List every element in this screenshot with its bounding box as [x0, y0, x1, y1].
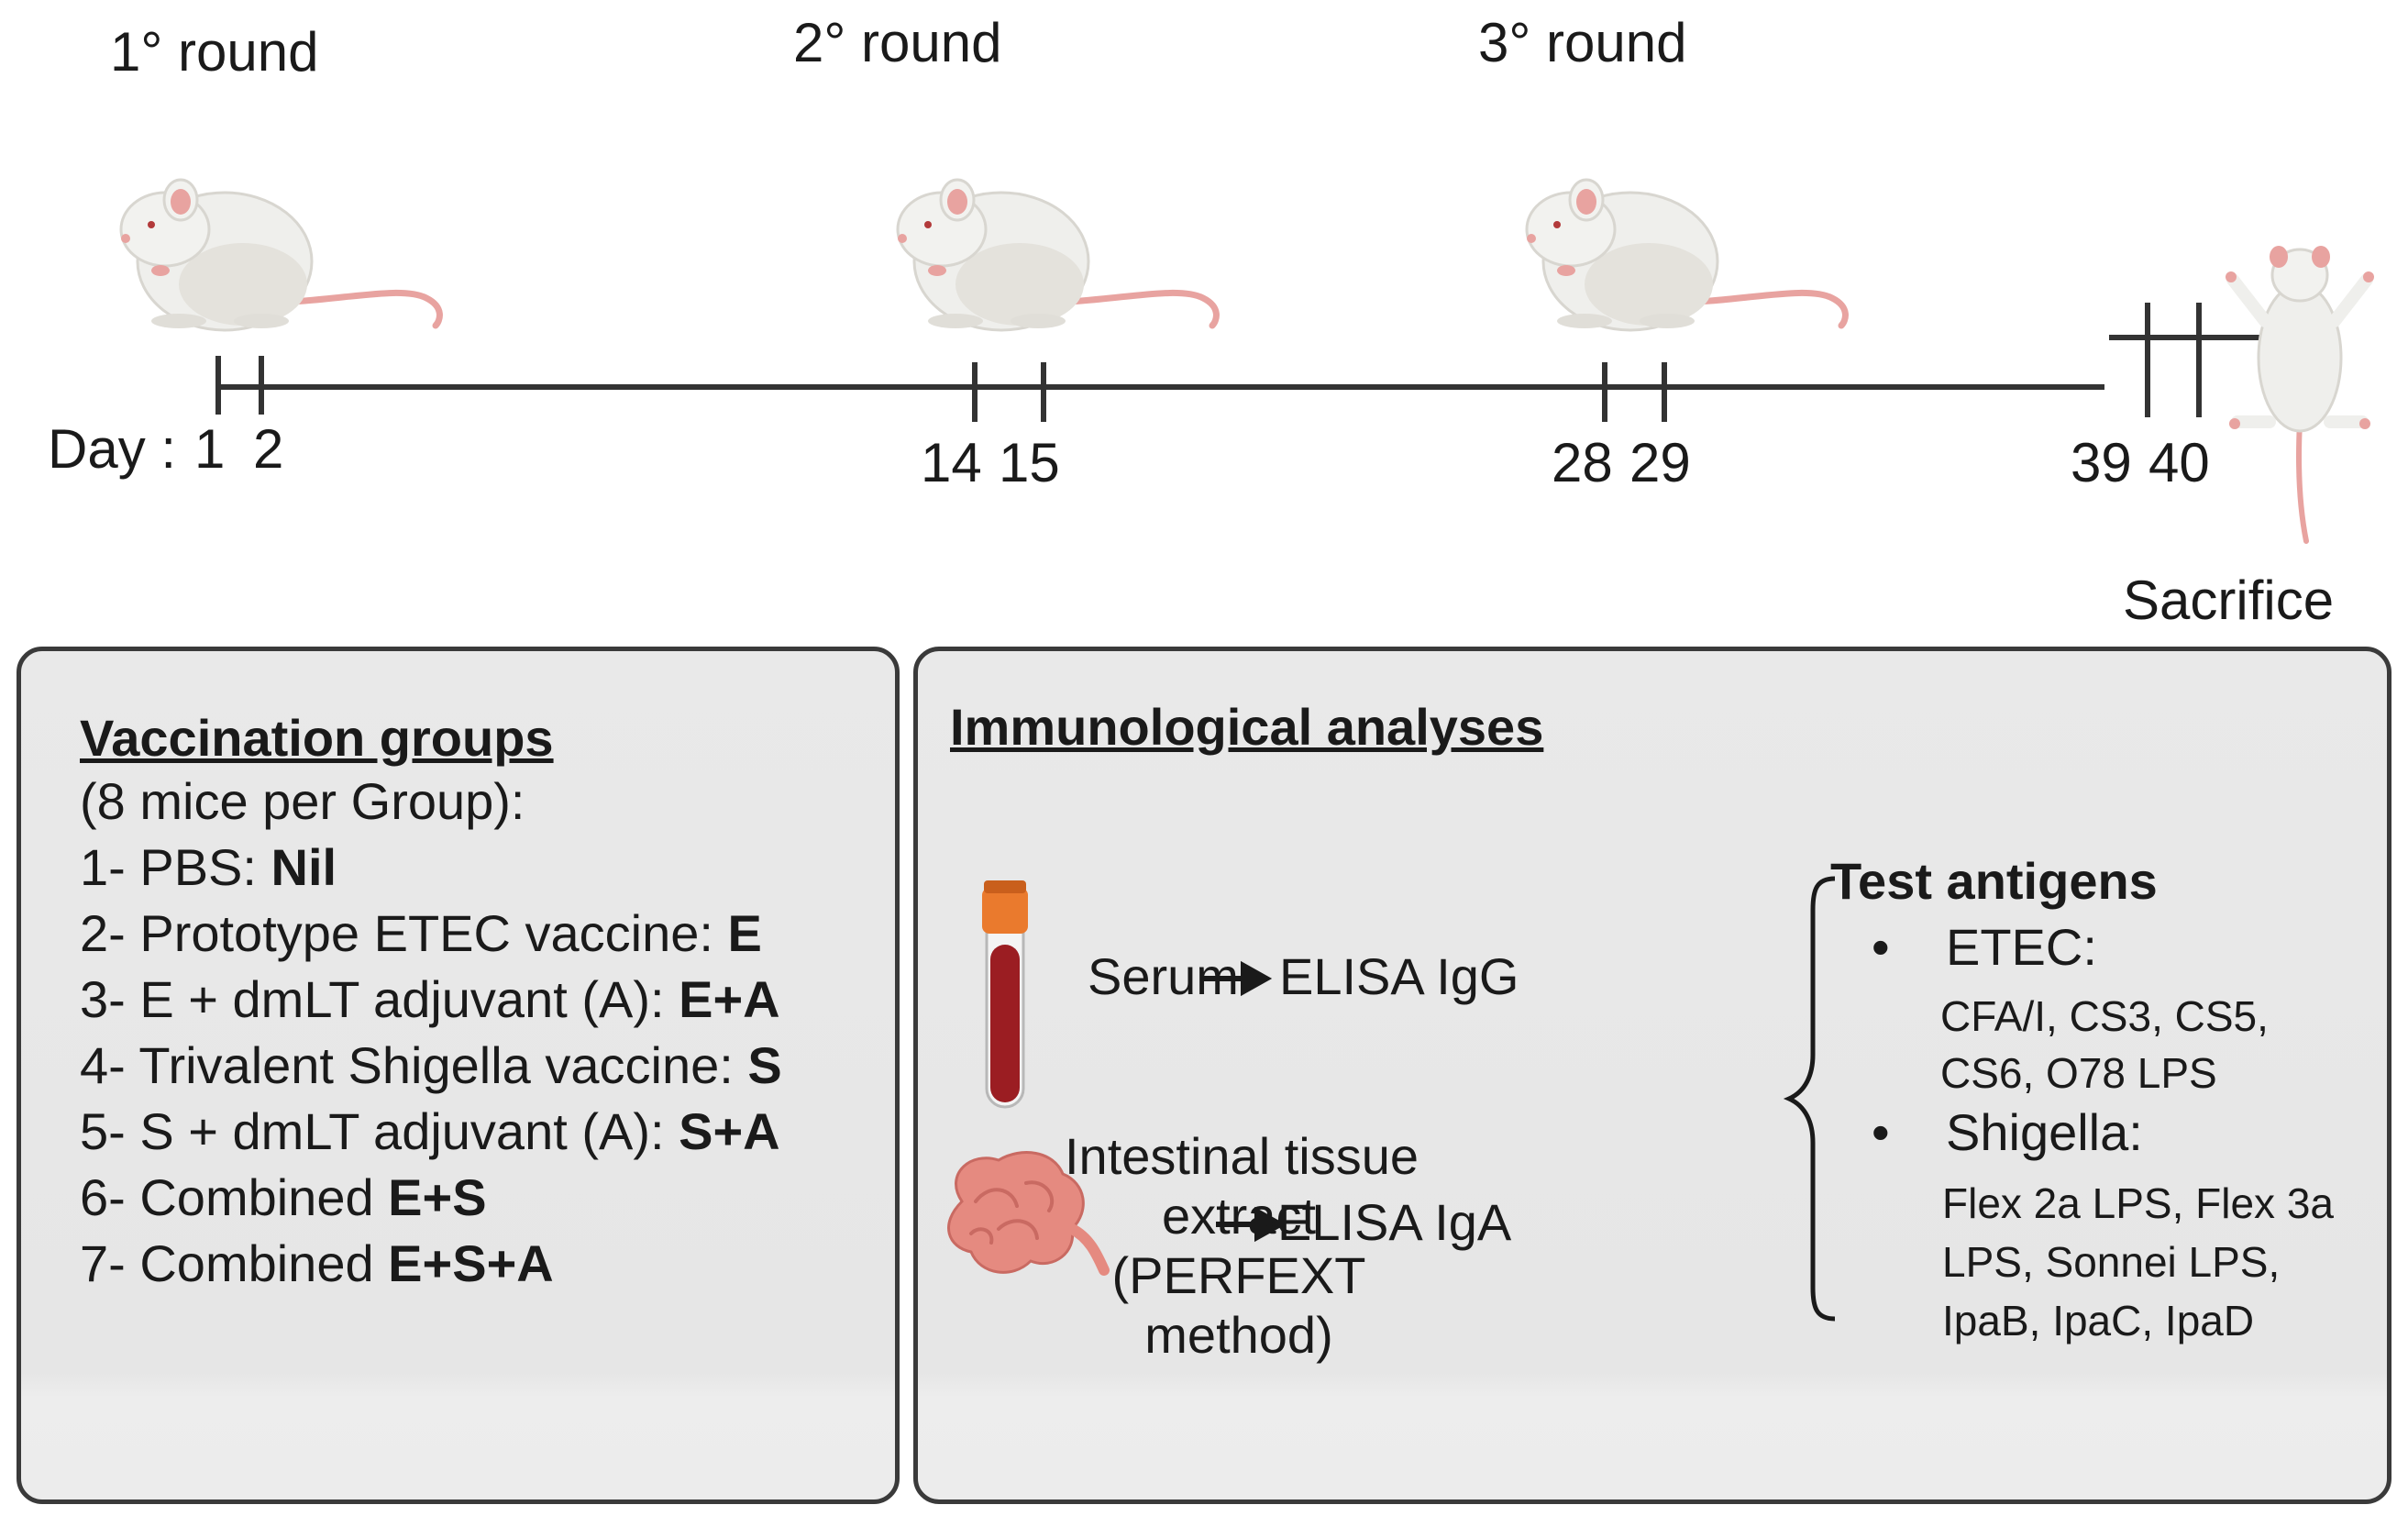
- test-antigens-title: Test antigens: [1830, 852, 2158, 910]
- arrow-tissue-to-iga: [1216, 1206, 1287, 1243]
- day-label-39: 39: [2071, 432, 2132, 493]
- day-label-29: 29: [1629, 432, 1691, 493]
- group-item-6: 6- Combined E+S: [80, 1168, 487, 1226]
- mouse-icon-round-3: [1527, 180, 1845, 330]
- sacrificed-mouse-icon: [2226, 246, 2374, 544]
- serum-label: Serum: [1088, 947, 1239, 1005]
- vaccination-groups-title: Vaccination groups: [80, 709, 554, 767]
- arrow-serum-to-igg: [1204, 960, 1273, 997]
- elisa-iga-label: ELISA IgA: [1277, 1193, 1512, 1251]
- vaccination-group-list: 1- PBS: Nil 2- Prototype ETEC vaccine: E…: [80, 835, 782, 1297]
- timeline-graphic: [0, 0, 2374, 544]
- etec-antigen-list: CFA/I, CS3, CS5, CS6, O78 LPS: [1940, 992, 2269, 1097]
- group-item-3: 3- E + dmLT adjuvant (A): E+A: [80, 970, 780, 1028]
- curly-brace: [1783, 876, 1836, 1322]
- day-label-2: 2: [253, 418, 284, 480]
- round-label-2: 2° round: [793, 12, 1002, 73]
- analyses-graphic: [947, 876, 1836, 1322]
- immunological-analyses-title: Immunological analyses: [950, 698, 1544, 756]
- vaccination-groups-panel: Vaccination groups (8 mice per Group): 1…: [17, 647, 900, 1504]
- etec-bullet: •: [1872, 918, 1890, 976]
- shigella-antigen-list: Flex 2a LPS, Flex 3a LPS, Sonnei LPS, Ip…: [1942, 1179, 2334, 1344]
- vaccination-groups-subtitle: (8 mice per Group):: [80, 772, 525, 830]
- group-item-5: 5- S + dmLT adjuvant (A): S+A: [80, 1102, 780, 1160]
- day-label-14: 14: [921, 432, 982, 493]
- group-item-1: 1- PBS: Nil: [80, 838, 337, 896]
- shigella-label: Shigella:: [1946, 1103, 2143, 1161]
- group-item-2: 2- Prototype ETEC vaccine: E: [80, 904, 762, 962]
- tissue-extract-label: Intestinal tissue extract (PERFEXT metho…: [1065, 1127, 1419, 1364]
- mouse-icon-round-2: [898, 180, 1216, 330]
- intestine-icon: [947, 1151, 1110, 1276]
- immunological-analyses-panel: Immunological analyses Serum ELISA IgG: [913, 647, 2391, 1504]
- timeline-ticks: [215, 356, 1667, 422]
- mouse-icon-round-1: [121, 180, 439, 330]
- elisa-igg-label: ELISA IgG: [1279, 947, 1519, 1005]
- shigella-bullet: •: [1872, 1103, 1890, 1161]
- day-label-15: 15: [999, 432, 1060, 493]
- group-item-4: 4- Trivalent Shigella vaccine: S: [80, 1036, 782, 1094]
- day-label-28: 28: [1552, 432, 1613, 493]
- sacrifice-label: Sacrifice: [2123, 570, 2335, 631]
- blood-tube-icon: [982, 880, 1028, 1109]
- day-label-1: 1: [194, 418, 226, 480]
- day-prefix-label: Day :: [48, 418, 177, 480]
- round-label-1: 1° round: [110, 21, 319, 83]
- group-item-7: 7- Combined E+S+A: [80, 1234, 554, 1292]
- day-label-40: 40: [2148, 432, 2210, 493]
- sacrifice-crosses: [2109, 303, 2265, 417]
- etec-label: ETEC:: [1946, 918, 2097, 976]
- round-label-3: 3° round: [1478, 12, 1687, 73]
